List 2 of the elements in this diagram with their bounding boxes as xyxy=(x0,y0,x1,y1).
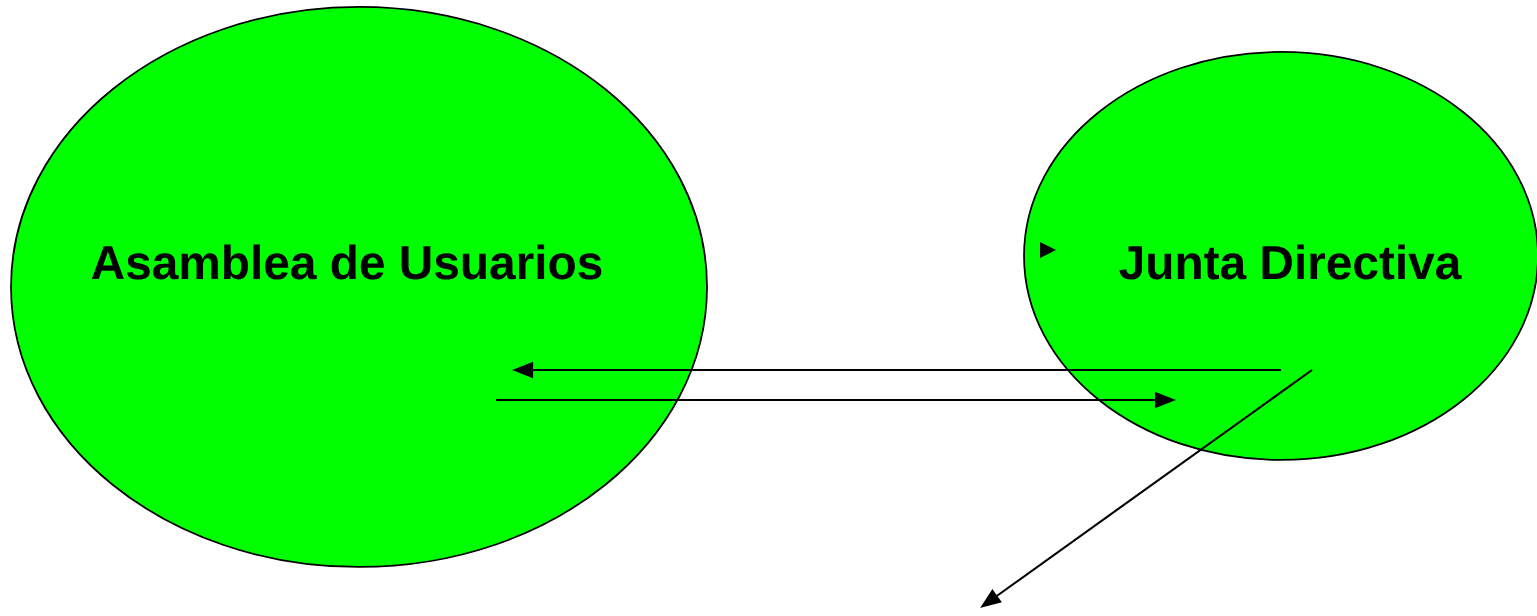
ellipse-node: Asamblea de Usuarios xyxy=(10,6,708,568)
ellipse-node: Junta Directiva xyxy=(1023,51,1537,461)
